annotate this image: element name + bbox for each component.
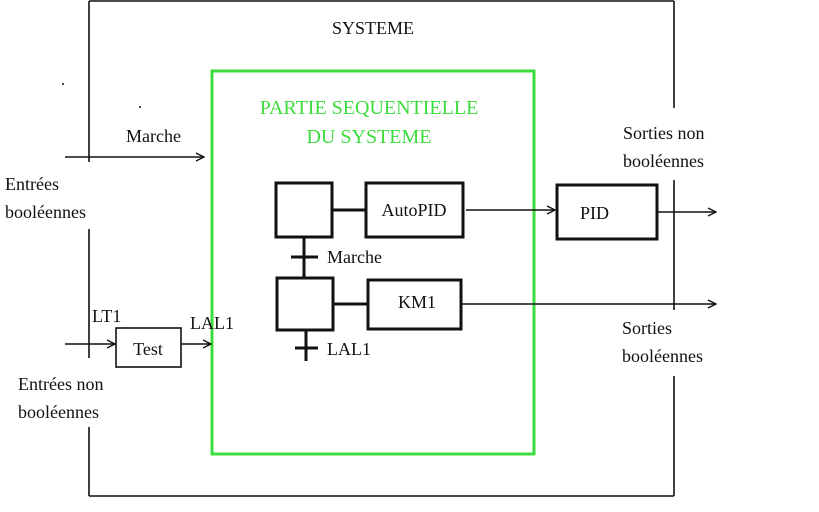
non-boolean-outputs-label-1: Sorties non xyxy=(623,123,705,143)
pid-block xyxy=(555,183,659,241)
test-block-label: Test xyxy=(133,339,163,359)
lt1-label: LT1 xyxy=(92,306,121,326)
km1-action xyxy=(366,278,463,331)
dot xyxy=(139,106,141,108)
system-title: SYSTEME xyxy=(332,18,414,38)
boolean-inputs-label-1: Entrées xyxy=(5,174,59,194)
sequential-part-title-1: PARTIE SEQUENTIELLE xyxy=(260,97,479,119)
sequential-part-box xyxy=(210,69,536,456)
autopid-label: AutoPID xyxy=(381,200,446,220)
non-boolean-outputs-label-2: booléennes xyxy=(623,151,704,171)
transition-marche-label: Marche xyxy=(327,247,382,267)
km1-label: KM1 xyxy=(398,292,436,312)
boolean-outputs-label-2: booléennes xyxy=(622,346,703,366)
marche-input-label: Marche xyxy=(126,126,181,146)
non-boolean-inputs-label-1: Entrées non xyxy=(18,374,103,394)
sequential-part-title-2: DU SYSTEME xyxy=(306,126,431,148)
system-boundary xyxy=(88,0,675,497)
boolean-inputs-label-2: booléennes xyxy=(5,202,86,222)
grafcet: AutoPID Marche KM1 LAL1 xyxy=(274,181,465,361)
test-block xyxy=(115,327,182,368)
non-boolean-inputs-label-2: booléennes xyxy=(18,402,99,422)
lal1-label: LAL1 xyxy=(190,313,234,333)
boolean-outputs-label-1: Sorties xyxy=(622,318,672,338)
pid-label: PID xyxy=(580,203,609,223)
transition-lal1-label: LAL1 xyxy=(327,339,371,359)
step-1 xyxy=(274,181,334,239)
dot xyxy=(62,83,64,85)
autopid-action xyxy=(364,181,465,239)
step-2 xyxy=(275,276,335,332)
